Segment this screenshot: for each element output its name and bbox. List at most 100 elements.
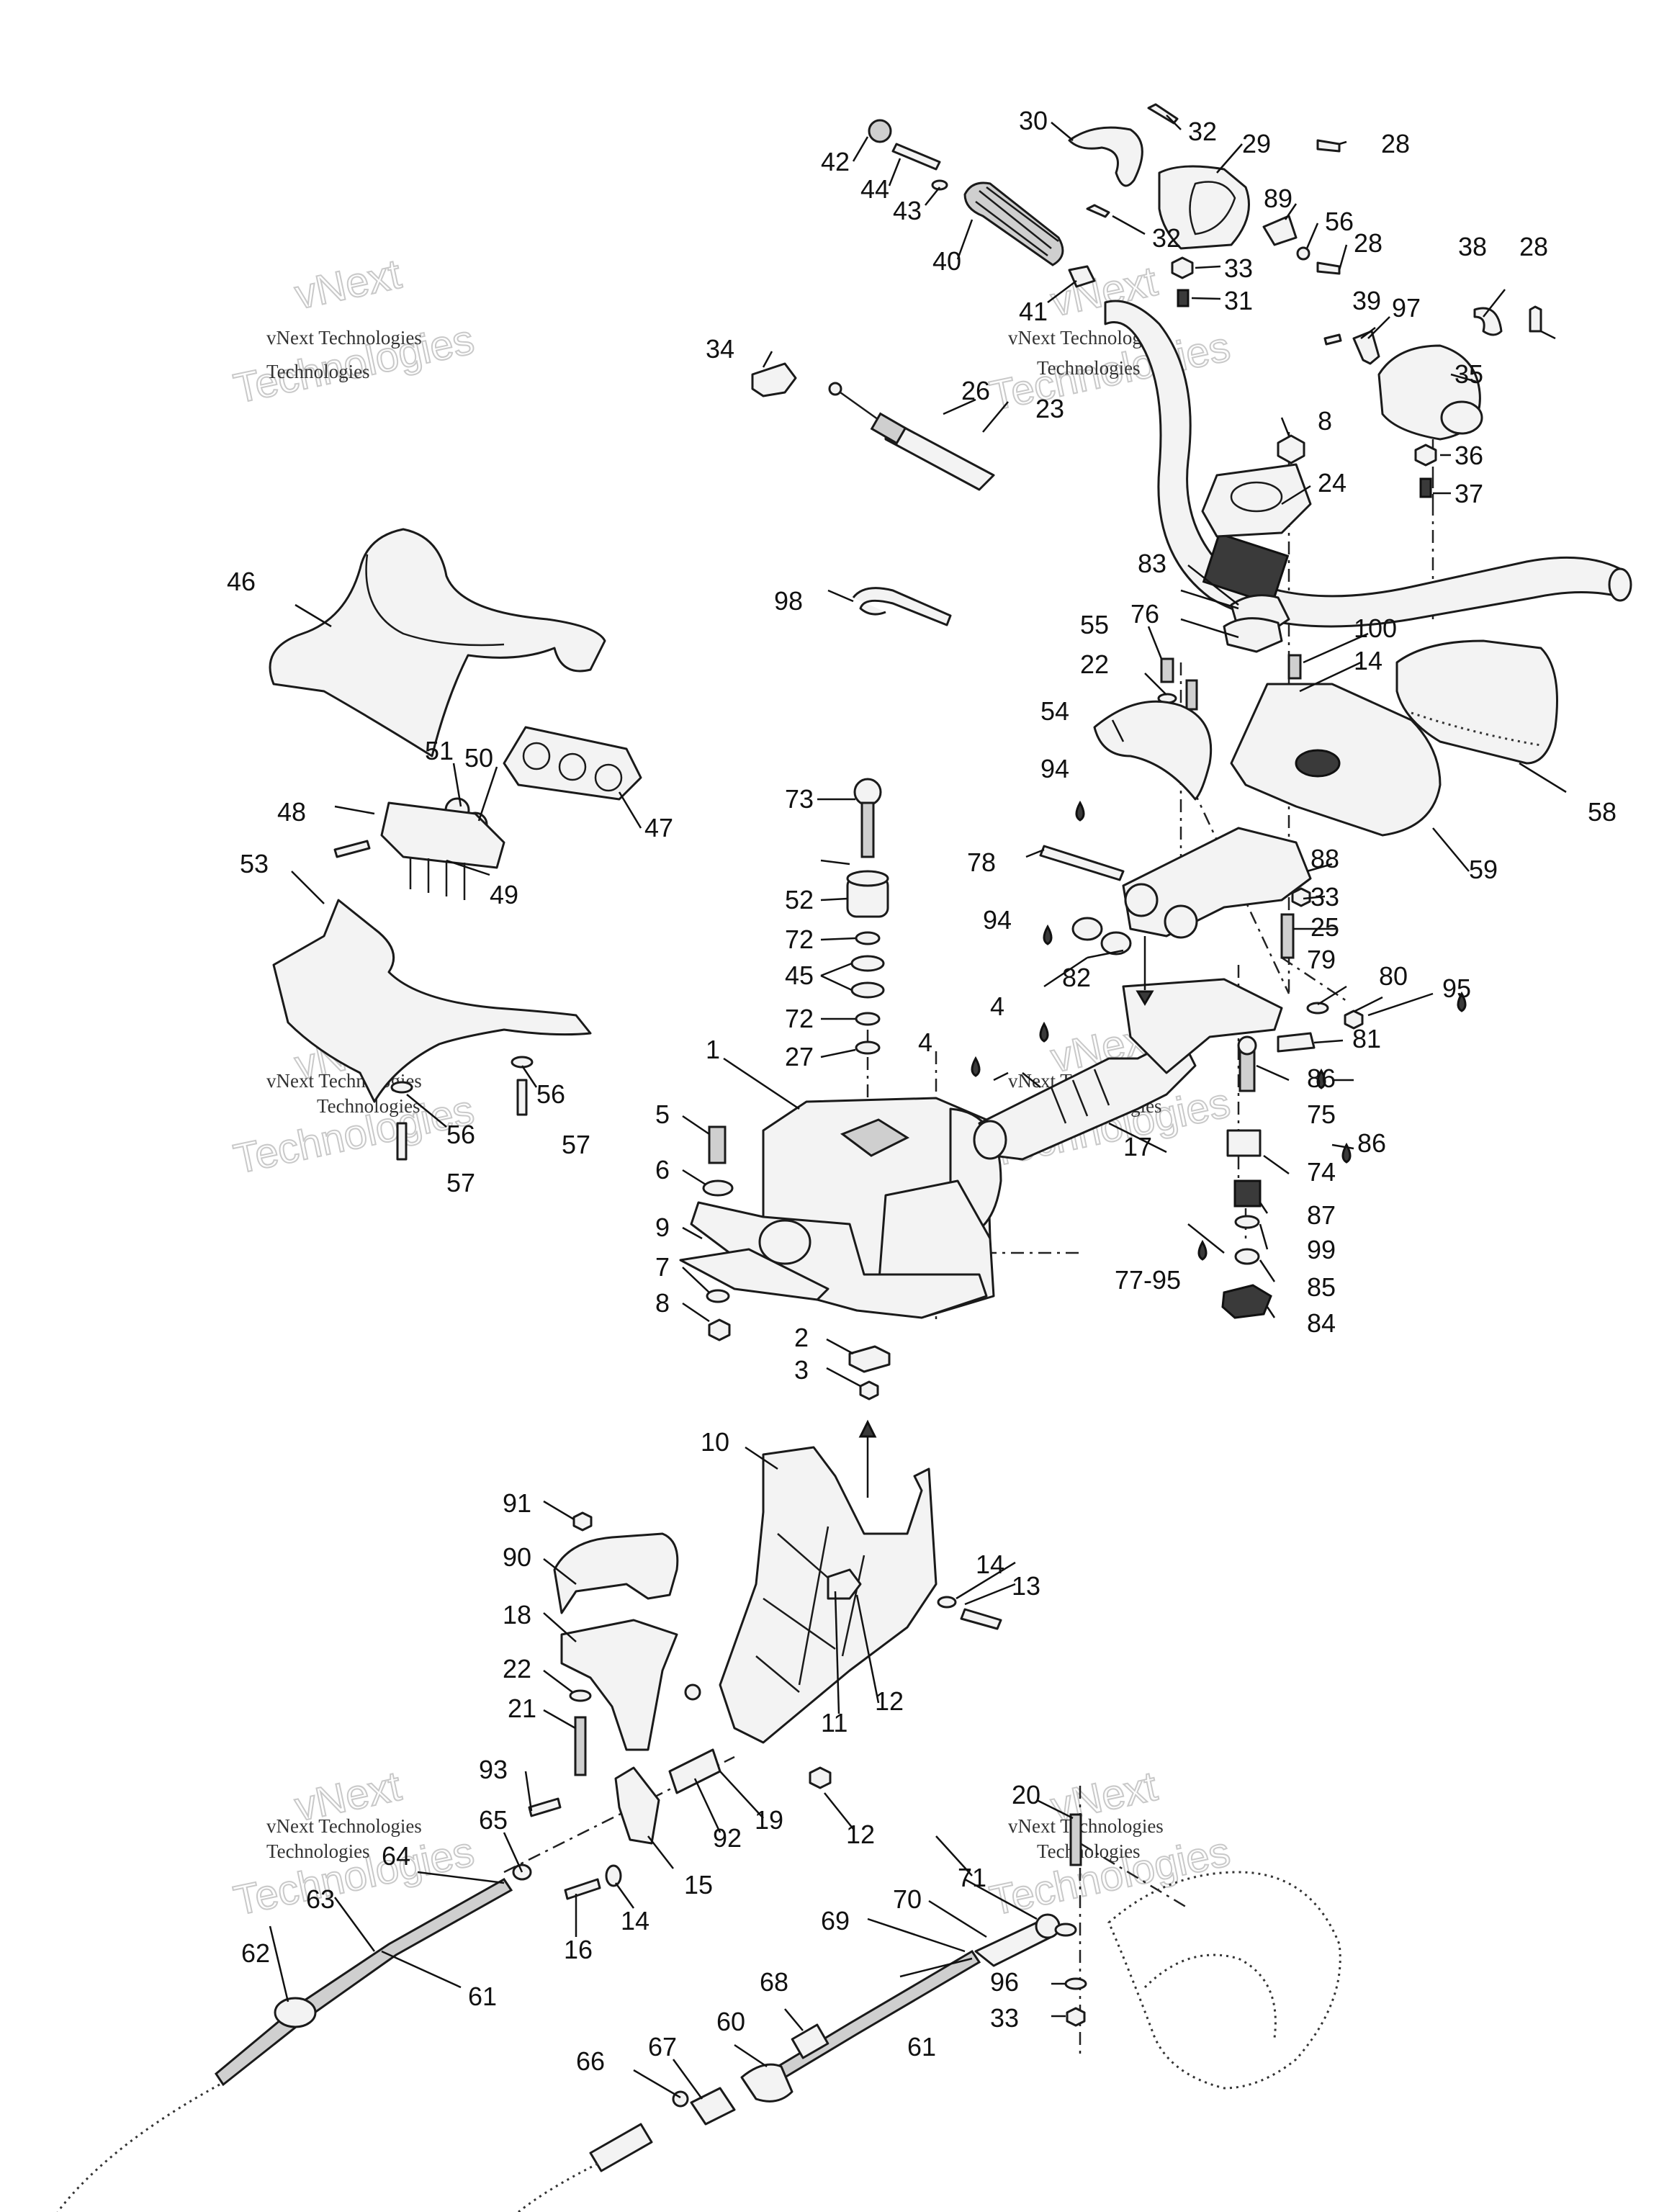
retainer-clip [690, 2087, 736, 2126]
bolt [1039, 845, 1125, 881]
washer [390, 1081, 413, 1094]
callout-4b: 4 [918, 1028, 932, 1057]
callout-2: 2 [794, 1323, 809, 1352]
watermark-small: Technologies [1037, 1840, 1141, 1862]
callout-14b: 14 [976, 1550, 1004, 1579]
callout-11: 11 [821, 1708, 848, 1737]
callout-93: 93 [479, 1755, 508, 1784]
callout-22a: 22 [1080, 649, 1109, 679]
pivot-cap [553, 1532, 679, 1614]
jet-nozzle [1107, 1871, 1341, 2090]
callout-34: 34 [706, 334, 734, 364]
callout-98: 98 [774, 586, 803, 616]
cable-tie [852, 587, 952, 626]
bolt [1280, 913, 1295, 959]
callout-95: 95 [1442, 974, 1471, 1003]
callout-77-95: 77-95 [1115, 1265, 1181, 1295]
callout-3: 3 [794, 1355, 809, 1385]
callout-51: 51 [425, 736, 454, 765]
bushing [1071, 917, 1103, 941]
callout-53: 53 [240, 849, 269, 878]
callout-28c: 28 [1519, 232, 1548, 261]
callout-72a: 72 [785, 925, 814, 954]
callout-20: 20 [1012, 1780, 1040, 1809]
nut [1277, 434, 1305, 464]
bolt [528, 1797, 562, 1817]
bolt [574, 1716, 587, 1776]
splash-guard [1093, 700, 1213, 801]
callout-12a: 12 [875, 1686, 904, 1716]
callout-19: 19 [755, 1805, 783, 1835]
callout-44: 44 [860, 174, 889, 204]
callout-47: 47 [644, 813, 673, 842]
steering-cable [215, 1878, 513, 2087]
callout-14a: 14 [1354, 646, 1382, 675]
callout-18: 18 [503, 1600, 531, 1629]
watermark-small: Technologies [1037, 357, 1141, 379]
handlebar-clamp [1201, 463, 1312, 538]
watermark-small: vNext Technologies [266, 1815, 422, 1837]
callout-79: 79 [1307, 945, 1336, 974]
callout-62: 62 [241, 1938, 270, 1968]
callout-94a: 94 [1040, 754, 1069, 783]
callout-58: 58 [1588, 797, 1617, 827]
callout-13: 13 [1012, 1571, 1040, 1601]
callout-10: 10 [701, 1427, 729, 1457]
callout-28a: 28 [1381, 129, 1410, 158]
callout-41: 41 [1019, 297, 1048, 326]
callout-73: 73 [785, 784, 814, 814]
callout-24: 24 [1318, 468, 1346, 498]
callout-32b: 32 [1152, 223, 1181, 253]
screw [516, 1079, 528, 1116]
callout-28b: 28 [1354, 228, 1382, 258]
direction-arrow [858, 1419, 877, 1438]
steering-cover-bottom [272, 899, 592, 1103]
bolt-head [853, 778, 882, 806]
callout-39: 39 [1352, 286, 1381, 315]
callout-8b: 8 [655, 1288, 670, 1318]
set-screw [1177, 289, 1190, 307]
callout-56c: 56 [446, 1120, 475, 1149]
callout-81: 81 [1352, 1024, 1381, 1053]
callout-43: 43 [893, 196, 922, 225]
screw [1147, 103, 1179, 125]
washer [1296, 246, 1310, 261]
callout-37: 37 [1455, 479, 1483, 508]
pivot-bracket-lower [560, 1619, 678, 1751]
callout-91: 91 [503, 1488, 531, 1518]
lower-support [528, 1446, 1002, 1900]
bolt [1287, 654, 1302, 680]
callout-36: 36 [1455, 441, 1483, 470]
callout-57b: 57 [446, 1168, 475, 1197]
nut [859, 1380, 879, 1401]
watermark-small: vNext Technologies [266, 327, 422, 349]
callout-85: 85 [1307, 1272, 1336, 1302]
handlebar-end [1608, 567, 1632, 602]
nut [809, 1766, 832, 1789]
spacer-plate [679, 1248, 830, 1301]
cable-tube [589, 2123, 653, 2172]
callout-69: 69 [821, 1906, 850, 1936]
callout-68: 68 [760, 1967, 788, 1997]
direction-arrow [1136, 990, 1154, 1006]
callout-75: 75 [1307, 1100, 1336, 1129]
callout-96: 96 [990, 1967, 1019, 1997]
oil-drop-icon [971, 800, 1467, 1261]
nut [708, 1318, 731, 1341]
cable-bracket [614, 1766, 660, 1845]
callout-61b: 61 [907, 2032, 936, 2062]
callout-42: 42 [821, 147, 850, 176]
callout-12b: 12 [846, 1820, 875, 1849]
housing-port [758, 1219, 811, 1265]
callout-22b: 22 [503, 1654, 531, 1683]
bushing-block [848, 1345, 891, 1373]
callout-82: 82 [1062, 963, 1091, 992]
callout-33a: 33 [1224, 253, 1253, 283]
nut [684, 1683, 701, 1701]
handlebar-grip [963, 181, 1064, 266]
washer [850, 981, 885, 999]
callout-97: 97 [1392, 293, 1421, 323]
callout-74: 74 [1307, 1157, 1336, 1187]
watermark-small: Technologies [266, 361, 370, 382]
bolt [1277, 1032, 1316, 1053]
